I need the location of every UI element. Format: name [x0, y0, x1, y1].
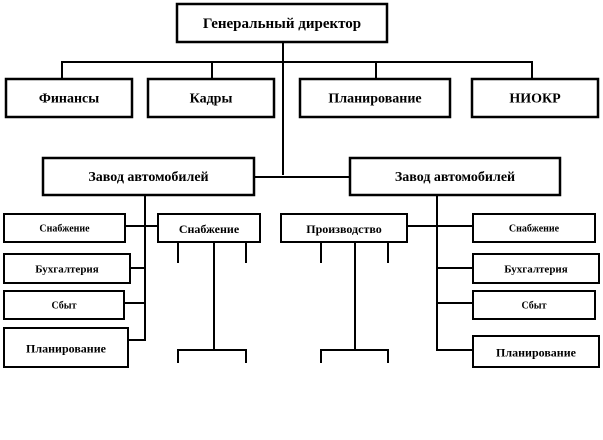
node-box-ceo: [175, 2, 389, 44]
node-rnd: НИОКР: [470, 77, 600, 119]
node-right-planning: Планирование: [472, 335, 600, 368]
mid-supply-bracket-line: [177, 349, 247, 363]
node-box-plant-left: [41, 156, 256, 197]
node-left-sales: Сбыт: [3, 290, 125, 320]
node-box-right-planning: [472, 335, 600, 368]
mid-supply-stub-lines: [177, 241, 247, 263]
left-plant-branch-lines: [123, 225, 161, 341]
production-stub-lines: [320, 241, 389, 263]
node-finance: Финансы: [4, 77, 134, 119]
node-box-right-supply: [472, 213, 596, 243]
connector-lines: [61, 41, 533, 363]
node-right-sales: Сбыт: [472, 290, 596, 320]
node-box-right-sales: [472, 290, 596, 320]
node-plant-left: Завод автомобилей: [41, 156, 256, 197]
node-box-left-planning: [3, 327, 129, 368]
node-box-right-accounting: [472, 253, 600, 284]
node-box-finance: [4, 77, 134, 119]
node-label-rnd: НИОКР: [509, 92, 561, 107]
node-left-accounting: Бухгалтерия: [3, 253, 131, 284]
node-label-ceo: Генеральный директор: [203, 16, 361, 32]
node-label-hr: Кадры: [190, 92, 233, 107]
node-box-plant-right: [348, 156, 562, 197]
node-label-left-supply: Снабжение: [39, 224, 90, 235]
node-label-right-supply: Снабжение: [509, 224, 560, 235]
right-plant-branch-lines: [407, 225, 474, 351]
node-left-planning: Планирование: [3, 327, 129, 368]
node-left-supply: Снабжение: [3, 213, 126, 243]
node-hr: Кадры: [146, 77, 276, 119]
node-box-mid-supply: [157, 213, 261, 243]
node-plant-right: Завод автомобилей: [348, 156, 562, 197]
node-label-right-sales: Сбыт: [521, 301, 546, 312]
node-label-left-sales: Сбыт: [51, 301, 76, 312]
node-box-production: [280, 213, 408, 243]
node-ceo: Генеральный директор: [175, 2, 389, 44]
node-box-hr: [146, 77, 276, 119]
production-bracket-line: [320, 349, 389, 363]
node-box-left-supply: [3, 213, 126, 243]
node-box-planning: [298, 77, 452, 119]
node-label-right-accounting: Бухгалтерия: [504, 264, 568, 276]
node-production: Производство: [280, 213, 408, 243]
node-label-planning: Планирование: [328, 92, 421, 107]
node-planning: Планирование: [298, 77, 452, 119]
node-label-finance: Финансы: [39, 92, 99, 107]
node-label-production: Производство: [306, 222, 382, 236]
node-right-supply: Снабжение: [472, 213, 596, 243]
node-label-right-planning: Планирование: [496, 346, 577, 360]
node-box-left-sales: [3, 290, 125, 320]
node-right-accounting: Бухгалтерия: [472, 253, 600, 284]
node-box-left-accounting: [3, 253, 131, 284]
node-mid-supply: Снабжение: [157, 213, 261, 243]
node-label-left-planning: Планирование: [26, 342, 107, 356]
node-label-plant-right: Завод автомобилей: [395, 170, 515, 185]
node-label-left-accounting: Бухгалтерия: [35, 264, 99, 276]
node-label-plant-left: Завод автомобилей: [88, 170, 208, 185]
node-label-mid-supply: Снабжение: [179, 222, 240, 236]
node-box-rnd: [470, 77, 600, 119]
department-drop-lines: [61, 61, 533, 80]
